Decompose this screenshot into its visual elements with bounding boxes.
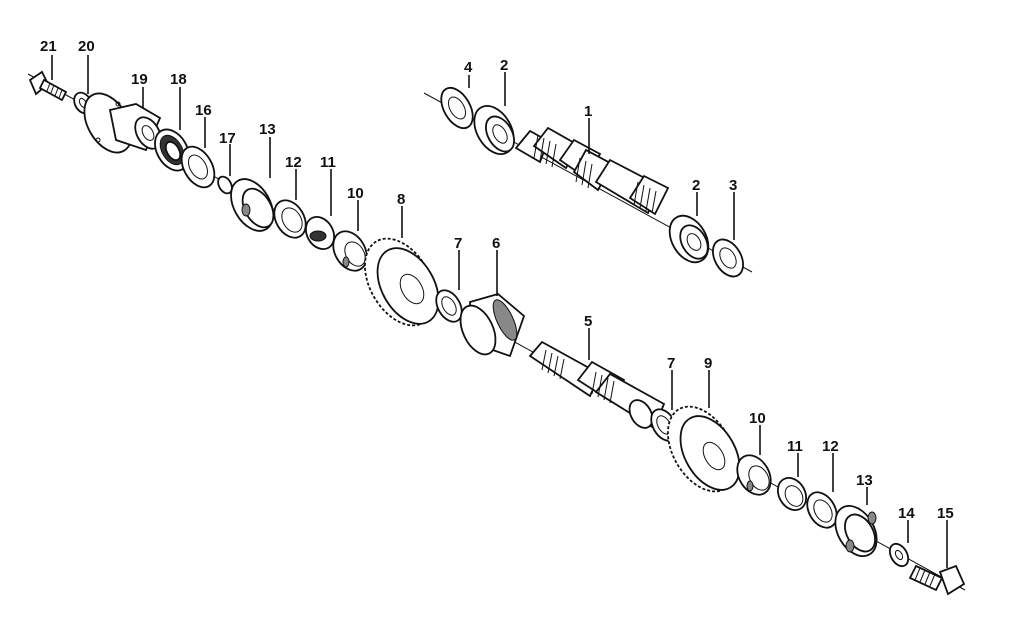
part-2-bearing-lower: [668, 214, 710, 264]
part-3-washer: [712, 238, 744, 278]
part-7-washer-left: [435, 289, 463, 323]
callout-14: 14: [898, 505, 915, 522]
callout-21: 21: [40, 38, 57, 55]
part-5-countershaft: [528, 340, 666, 430]
callout-7-right: 7: [667, 355, 675, 372]
callout-1: 1: [584, 103, 592, 120]
callout-19: 19: [131, 71, 148, 88]
callout-9: 9: [704, 355, 712, 372]
part-9-gear: [667, 405, 741, 493]
part-13-bearing-right: [834, 505, 878, 557]
callout-3: 3: [729, 177, 737, 194]
callout-2-top: 2: [500, 57, 508, 74]
callout-12-right: 12: [822, 438, 839, 455]
callout-13-right: 13: [856, 472, 873, 489]
part-18-seal: [154, 128, 190, 172]
callout-20: 20: [78, 38, 95, 55]
part-11-cup-left: [304, 216, 336, 250]
callout-18: 18: [170, 71, 187, 88]
callout-8: 8: [397, 191, 405, 208]
callout-2-bottom: 2: [692, 177, 700, 194]
callout-16: 16: [195, 102, 212, 119]
part-16-shim: [180, 145, 216, 189]
part-12-race-left: [273, 199, 307, 239]
part-13-bearing-left: [230, 178, 275, 232]
callout-17: 17: [219, 130, 236, 147]
callout-10-right: 10: [749, 410, 766, 427]
part-10-cone-left: [332, 230, 368, 272]
part-12-race-right: [806, 491, 838, 529]
part-11-cup-right: [776, 477, 808, 511]
part-19-flange: [83, 92, 162, 154]
part-1-input-shaft: [514, 126, 670, 216]
callout-6: 6: [492, 235, 500, 252]
callout-11-left: 11: [320, 154, 336, 171]
part-21-bolt: [28, 70, 68, 102]
callout-5: 5: [584, 313, 592, 330]
part-10-cone-right: [736, 454, 772, 496]
part-2-bearing-upper: [473, 105, 515, 155]
part-4-washer: [440, 86, 474, 130]
callout-13-left: 13: [259, 121, 276, 138]
leader-lines: [51, 55, 948, 568]
callout-4: 4: [464, 59, 473, 76]
part-14-washer: [888, 542, 910, 568]
part-6-sleeve: [459, 293, 526, 358]
callout-10-left: 10: [347, 185, 364, 202]
part-15-bolt: [908, 564, 966, 596]
callout-15: 15: [937, 505, 954, 522]
callout-11-right: 11: [787, 438, 803, 455]
part-17-oring: [217, 175, 233, 195]
part-8-gear: [364, 237, 440, 327]
callout-12-left: 12: [285, 154, 302, 171]
callout-7-left: 7: [454, 235, 462, 252]
